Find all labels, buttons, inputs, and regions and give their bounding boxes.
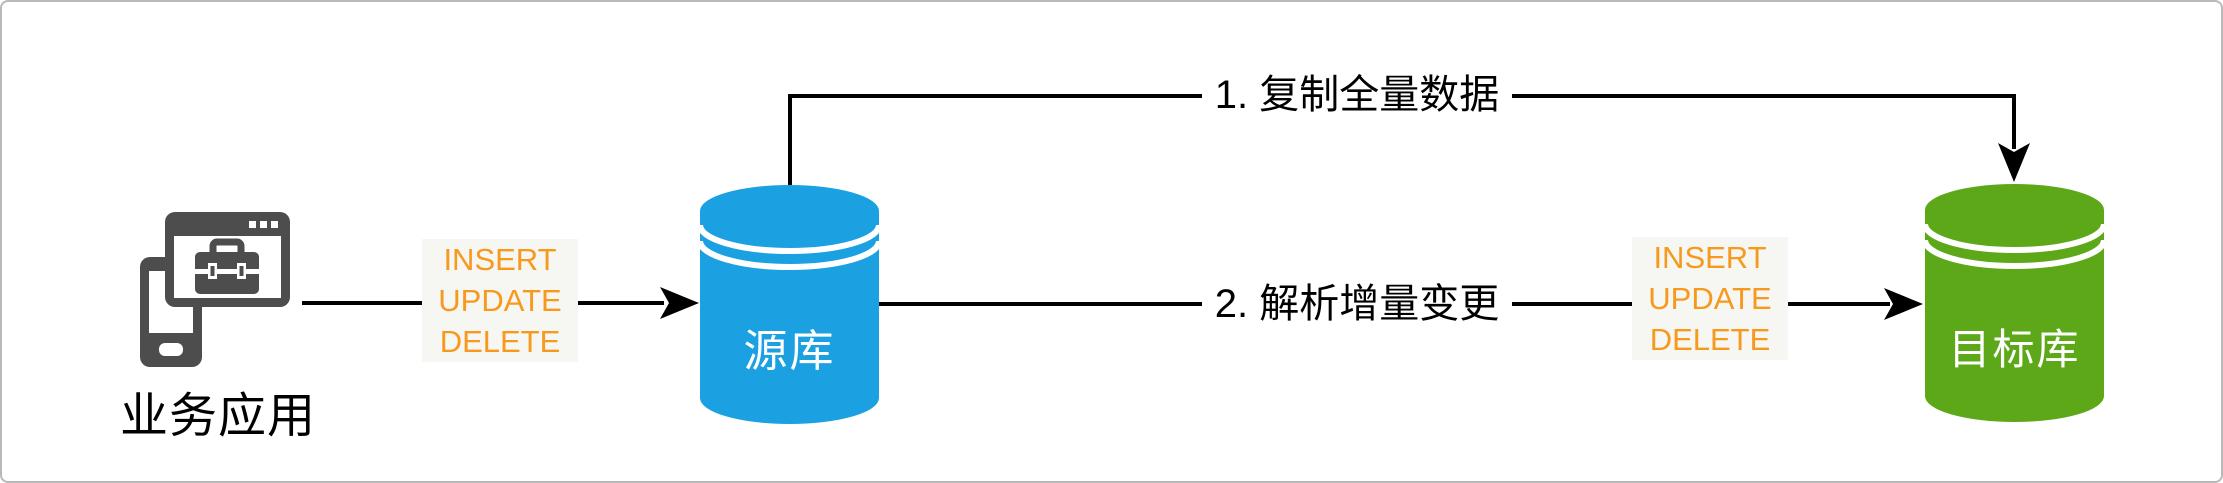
op-delete: DELETE	[1632, 319, 1788, 360]
target-db-cylinder	[1922, 184, 2107, 422]
op-update: UPDATE	[422, 280, 578, 321]
op-delete: DELETE	[422, 321, 578, 362]
op-insert: INSERT	[1632, 237, 1788, 278]
source-to-target-operations: INSERT UPDATE DELETE	[1632, 237, 1788, 360]
source-db-label: 源库	[743, 327, 836, 376]
app-to-source-operations: INSERT UPDATE DELETE	[422, 239, 578, 362]
source-db-cylinder	[697, 185, 882, 424]
op-insert: INSERT	[422, 239, 578, 280]
target-db-label: 目标库	[1948, 326, 2081, 373]
briefcase-icon	[195, 238, 259, 294]
incremental-edge-label: 2. 解析增量变更	[1202, 281, 1512, 327]
full-copy-edge-label: 1. 复制全量数据	[1202, 72, 1512, 118]
op-update: UPDATE	[1632, 278, 1788, 319]
business-app-icon	[140, 212, 290, 367]
business-app-label: 业务应用	[119, 390, 316, 443]
